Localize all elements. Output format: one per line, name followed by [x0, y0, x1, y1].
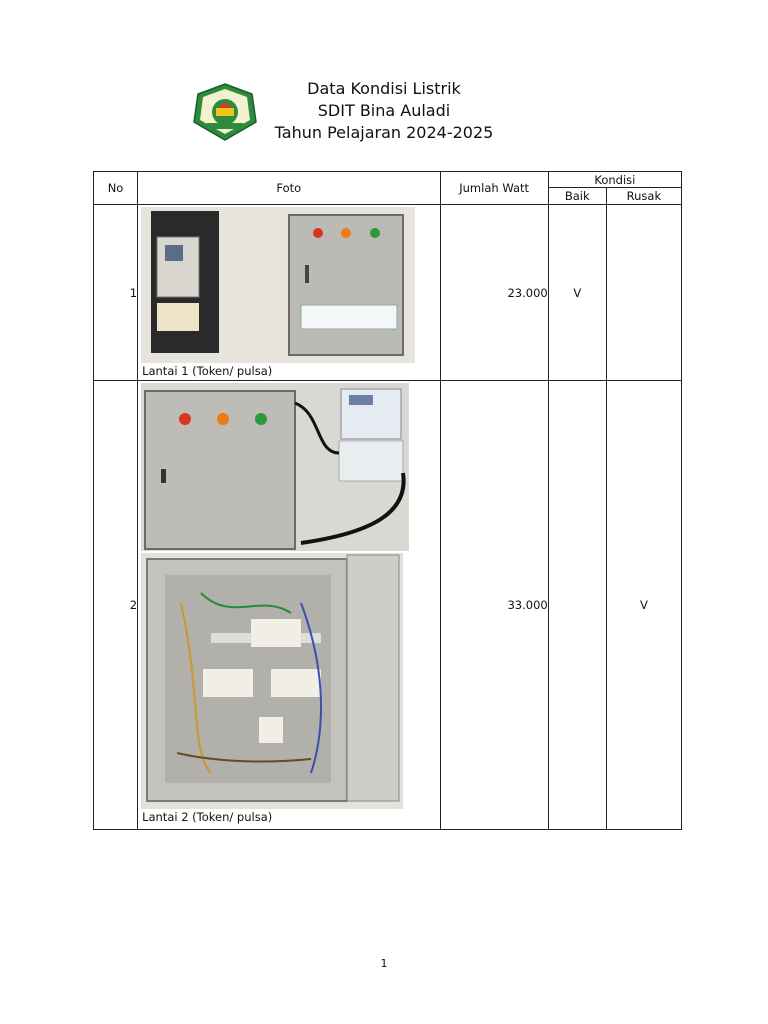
condition-rusak: V [605, 380, 683, 830]
condition-table: No Foto Jumlah Watt Kondisi Baik Rusak 1 [92, 171, 683, 830]
photo-cell: Lantai 2 (Token/ pulsa) [137, 380, 441, 830]
header-watt: Jumlah Watt [439, 171, 549, 205]
distribution-board-photo [141, 553, 404, 809]
document-header: Data Kondisi Listrik SDIT Bina Auladi Ta… [190, 78, 580, 148]
condition-baik [547, 380, 607, 830]
watt-value: 23.000 [439, 204, 549, 381]
row-number: 1 [92, 204, 139, 381]
condition-baik: V [547, 204, 607, 381]
table-row: 2 [92, 380, 683, 830]
watt-value: 33.000 [439, 380, 549, 830]
title-line-3: Tahun Pelajaran 2024-2025 [274, 123, 494, 142]
page-number: 1 [380, 957, 388, 970]
school-logo-icon [193, 83, 257, 141]
header-rusak: Rusak [605, 187, 683, 205]
document-title: Data Kondisi Listrik SDIT Bina Auladi Ta… [250, 78, 518, 144]
header-kondisi: Kondisi [547, 171, 683, 188]
row-number: 2 [92, 380, 139, 830]
condition-rusak [605, 204, 683, 381]
header-foto: Foto [137, 171, 441, 205]
electrical-panel-photo [141, 207, 416, 363]
photo-caption: Lantai 2 (Token/ pulsa) [142, 810, 273, 824]
title-line-1: Data Kondisi Listrik [307, 79, 461, 98]
electrical-panel-photo [141, 383, 410, 551]
header-no: No [92, 171, 139, 205]
photo-caption: Lantai 1 (Token/ pulsa) [142, 364, 273, 378]
title-line-2: SDIT Bina Auladi [317, 101, 451, 120]
photo-cell: Lantai 1 (Token/ pulsa) [137, 204, 441, 381]
header-baik: Baik [547, 187, 607, 205]
table-row: 1 Lantai 1 (Token/ pulsa) 23.000 V [92, 204, 683, 381]
